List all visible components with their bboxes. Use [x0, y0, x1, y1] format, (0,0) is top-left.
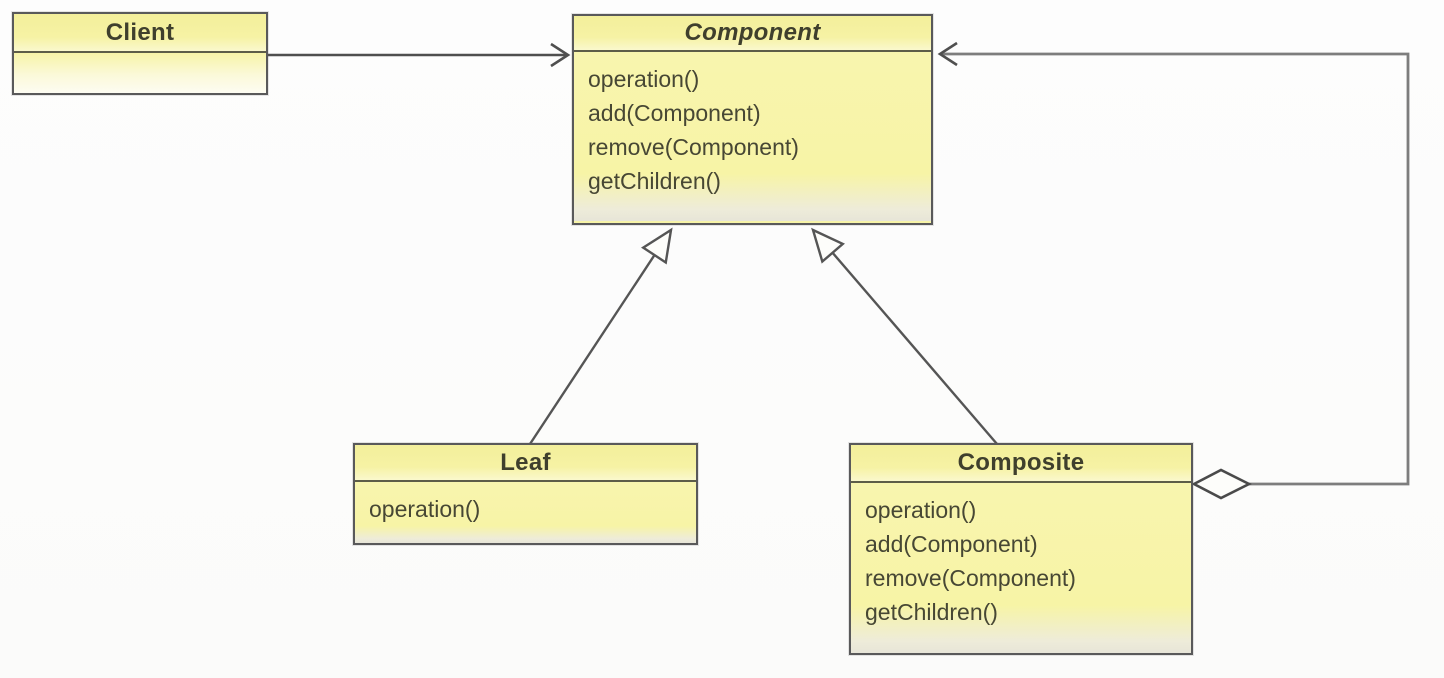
- method-item: remove(Component): [865, 565, 1076, 591]
- method-item: remove(Component): [588, 134, 799, 160]
- class-title-client: Client: [14, 14, 266, 53]
- class-title-composite: Composite: [851, 445, 1191, 483]
- class-body-composite: operation() add(Component) remove(Compon…: [851, 483, 1191, 653]
- method-item: operation(): [865, 497, 977, 523]
- method-item: add(Component): [588, 100, 761, 126]
- class-body-leaf: operation(): [355, 482, 696, 543]
- edge-composite-component-aggregation: [937, 41, 1410, 486]
- method-item: operation(): [369, 496, 481, 522]
- class-body-client: [14, 53, 266, 93]
- class-box-leaf: Leaf operation(): [353, 443, 698, 545]
- class-title-component: Component: [574, 16, 931, 52]
- method-list-leaf: operation(): [369, 492, 682, 526]
- method-item: getChildren(): [865, 599, 998, 625]
- method-item: getChildren(): [588, 168, 721, 194]
- method-list-composite: operation() add(Component) remove(Compon…: [865, 493, 1177, 629]
- method-item: add(Component): [865, 531, 1038, 557]
- class-body-component: operation() add(Component) remove(Compon…: [574, 52, 931, 221]
- edge-composite-component-generalization: [811, 227, 998, 445]
- method-item: operation(): [588, 66, 700, 92]
- class-title-leaf: Leaf: [355, 445, 696, 482]
- edge-leaf-component-generalization: [528, 227, 673, 445]
- class-box-composite: Composite operation() add(Component) rem…: [849, 443, 1193, 655]
- class-box-component: Component operation() add(Component) rem…: [572, 14, 933, 225]
- class-box-client: Client: [12, 12, 268, 95]
- aggregation-diamond-icon: [1191, 468, 1252, 500]
- method-list-component: operation() add(Component) remove(Compon…: [588, 62, 917, 198]
